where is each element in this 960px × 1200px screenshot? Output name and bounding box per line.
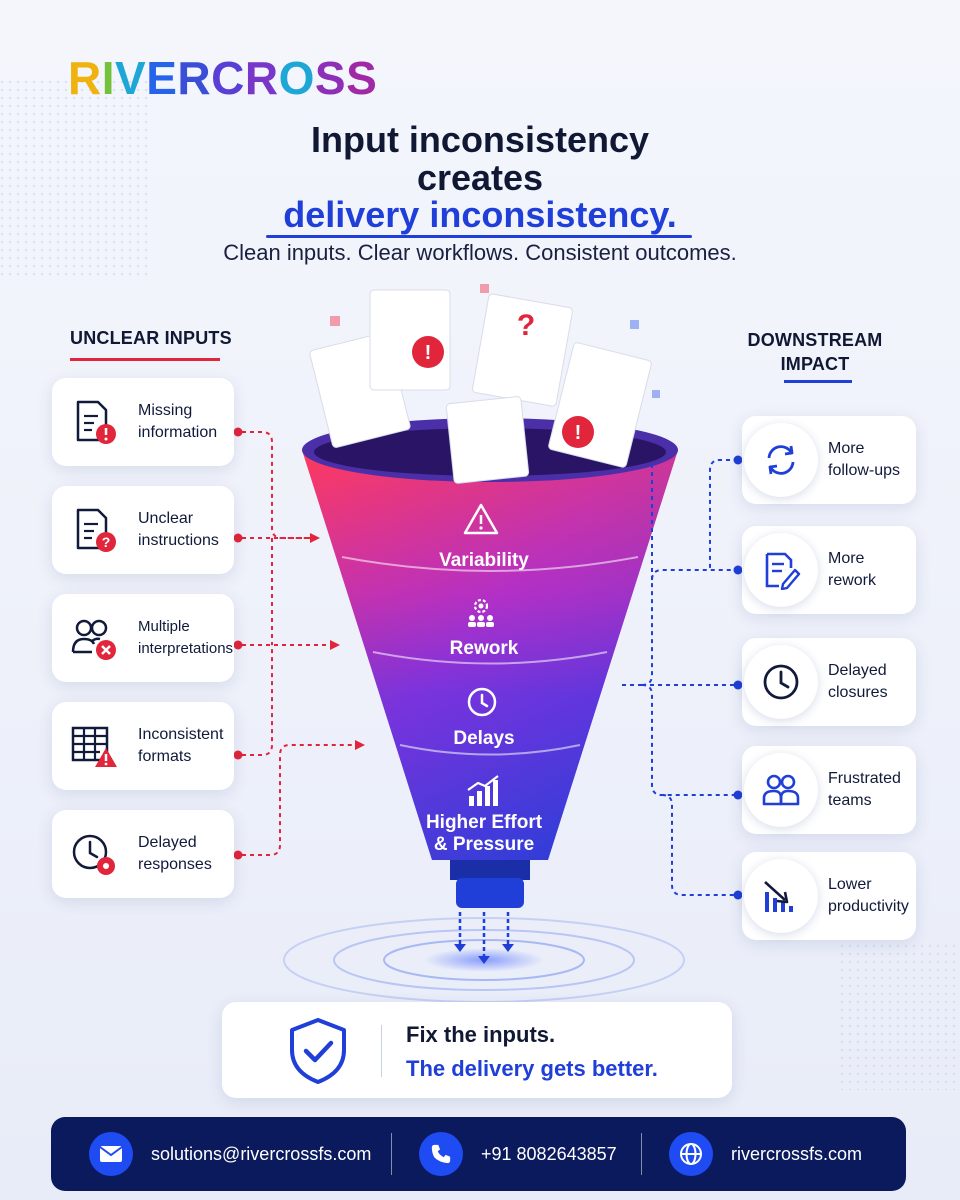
label-line2: formats — [138, 748, 192, 765]
heading-line2: IMPACT — [780, 354, 850, 374]
label-line1: More — [828, 550, 865, 567]
document-edit-icon — [765, 552, 801, 590]
callout-divider — [381, 1025, 382, 1077]
users-x-icon — [71, 619, 116, 660]
svg-text:?: ? — [517, 309, 535, 342]
label-line1: Unclear — [138, 510, 194, 527]
clock-alert-icon — [72, 834, 115, 875]
mail-icon — [89, 1132, 133, 1176]
label-line1: Inconsistent — [138, 726, 224, 743]
headline-line3: delivery inconsistency. — [283, 194, 677, 235]
table-warning-icon — [71, 726, 117, 767]
label-line2: responses — [138, 856, 212, 873]
stage-rework: Rework — [449, 638, 519, 659]
impact-card-more-follow-ups: More follow-ups — [742, 416, 916, 504]
stage-higher-effort-line2: & Pressure — [433, 834, 535, 855]
headline-underline — [266, 235, 692, 238]
warning-triangle-icon — [463, 503, 499, 535]
input-card-label: Delayed responses — [138, 810, 234, 898]
input-card-label: Missing information — [138, 378, 234, 466]
icon-circle — [744, 423, 818, 497]
label-line1: Missing — [138, 402, 193, 419]
input-card-label: Unclear instructions — [138, 486, 234, 574]
headline-line2: creates — [416, 157, 544, 198]
input-card-missing-information: Missing information — [52, 378, 234, 466]
stage-higher-effort-line1: Higher Effort — [425, 812, 543, 833]
impact-card-label: More rework — [828, 526, 916, 614]
footer-website[interactable]: rivercrossfs.com — [669, 1117, 862, 1191]
svg-text:!: ! — [575, 422, 582, 444]
unclear-inputs-heading: UNCLEAR INPUTS — [70, 328, 232, 348]
impact-card-more-rework: More rework — [742, 526, 916, 614]
headline-line1: Input inconsistency — [310, 119, 650, 160]
rivercross-logo: RIVERCROSS — [68, 52, 378, 104]
heading-underline — [784, 380, 852, 383]
impact-card-label: Lower productivity — [828, 852, 916, 940]
subtitle: Clean inputs. Clear workflows. Consisten… — [223, 240, 737, 265]
label-line2: follow-ups — [828, 462, 901, 479]
phone-icon — [419, 1132, 463, 1176]
refresh-icon — [767, 445, 795, 475]
callout-line2: The delivery gets better. — [406, 1056, 658, 1081]
label-line2: teams — [828, 792, 872, 809]
label-line1: Delayed — [828, 662, 887, 679]
footer-divider — [641, 1133, 642, 1175]
users-icon — [762, 774, 800, 806]
input-card-delayed-responses: Delayed responses — [52, 810, 234, 898]
label-line2: interpretations — [138, 640, 234, 657]
label-line1: Multiple — [138, 618, 190, 635]
contact-footer: solutions@rivercrossfs.com +91 808264385… — [51, 1117, 906, 1191]
phone-text[interactable]: +91 8082643857 — [481, 1143, 617, 1164]
input-card-inconsistent-formats: Inconsistent formats — [52, 702, 234, 790]
document-question-icon: ? — [76, 508, 116, 552]
heading-underline — [70, 358, 220, 361]
impact-card-label: Frustrated teams — [828, 746, 916, 834]
label-line1: Lower — [828, 876, 872, 893]
label-line1: More — [828, 440, 865, 457]
icon-circle — [744, 533, 818, 607]
svg-text:!: ! — [425, 342, 432, 364]
icon-circle — [744, 753, 818, 827]
clock-icon — [467, 687, 497, 717]
impact-card-label: More follow-ups — [828, 416, 916, 504]
input-card-label: Inconsistent formats — [138, 702, 238, 790]
label-line1: Frustrated — [828, 770, 901, 787]
label-line2: instructions — [138, 532, 219, 549]
downstream-impact-heading: DOWNSTREAM IMPACT — [740, 328, 890, 376]
stage-higher-effort: Higher Effort & Pressure — [334, 812, 634, 856]
impact-card-delayed-closures: Delayed closures — [742, 638, 916, 726]
impact-card-label: Delayed closures — [828, 638, 916, 726]
label-line2: information — [138, 424, 218, 441]
email-text[interactable]: solutions@rivercrossfs.com — [151, 1143, 372, 1164]
svg-text:?: ? — [102, 534, 111, 550]
footer-email[interactable]: solutions@rivercrossfs.com — [89, 1117, 371, 1191]
gear-people-icon — [468, 598, 494, 627]
label-line1: Delayed — [138, 834, 197, 851]
input-card-multiple-interpretations: Multiple interpretations — [52, 594, 234, 682]
stage-delays: Delays — [453, 728, 515, 749]
footer-divider — [391, 1133, 392, 1175]
label-line2: rework — [828, 572, 877, 589]
impact-card-frustrated-teams: Frustrated teams — [742, 746, 916, 834]
icon-circle — [744, 859, 818, 933]
heading-line1: DOWNSTREAM — [747, 330, 883, 350]
input-card-unclear-instructions: ? Unclear instructions — [52, 486, 234, 574]
chart-down-icon — [764, 881, 793, 912]
shield-check-icon — [290, 1018, 346, 1084]
clock-icon — [763, 664, 799, 700]
label-line2: closures — [828, 684, 888, 701]
funnel-graphic: ! ? ! — [302, 284, 678, 964]
website-text[interactable]: rivercrossfs.com — [731, 1143, 863, 1164]
input-card-label: Multiple interpretations — [138, 594, 238, 682]
globe-icon — [669, 1132, 713, 1176]
stage-variability: Variability — [439, 550, 529, 571]
icon-circle — [744, 645, 818, 719]
document-alert-icon — [76, 400, 116, 444]
label-line2: productivity — [828, 898, 909, 915]
footer-phone[interactable]: +91 8082643857 — [419, 1117, 617, 1191]
bar-chart-up-icon — [467, 775, 499, 806]
connector-lines — [233, 427, 743, 900]
impact-card-lower-productivity: Lower productivity — [742, 852, 916, 940]
callout-line1: Fix the inputs. — [406, 1022, 556, 1047]
